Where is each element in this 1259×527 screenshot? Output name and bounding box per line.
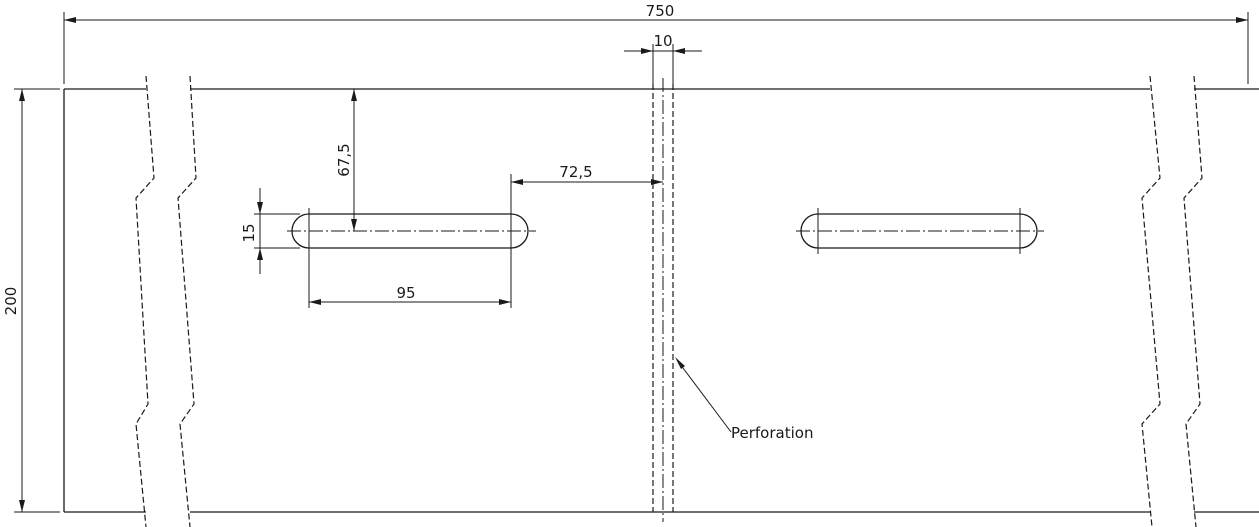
dimension-slot-length: 95 bbox=[308, 254, 512, 308]
perforation bbox=[652, 78, 674, 522]
perforation-leader: Perforation bbox=[675, 357, 813, 442]
dimension-slot-width-label: 15 bbox=[240, 223, 258, 242]
dimension-perforation-width-label: 10 bbox=[653, 32, 672, 50]
perforation-label: Perforation bbox=[731, 424, 813, 442]
slot-right bbox=[796, 208, 1044, 254]
dimension-slot-offset-top-label: 67,5 bbox=[335, 143, 353, 176]
dimension-overall-length: 750 bbox=[63, 2, 1249, 84]
part-outline bbox=[63, 88, 1259, 513]
break-lines bbox=[135, 75, 1203, 527]
dimension-perforation-width: 10 bbox=[624, 32, 702, 84]
dimension-overall-length-label: 750 bbox=[646, 2, 675, 20]
dimension-slot-to-perforation: 72,5 bbox=[510, 163, 663, 208]
dimension-height: 200 bbox=[2, 88, 60, 513]
slot-left bbox=[287, 208, 536, 254]
dimension-height-label: 200 bbox=[2, 287, 20, 316]
dimension-slot-to-perforation-label: 72,5 bbox=[559, 163, 592, 181]
dimension-slot-width: 15 bbox=[240, 188, 300, 274]
dimension-slot-offset-top: 67,5 bbox=[335, 89, 357, 231]
dimension-slot-length-label: 95 bbox=[396, 284, 415, 302]
